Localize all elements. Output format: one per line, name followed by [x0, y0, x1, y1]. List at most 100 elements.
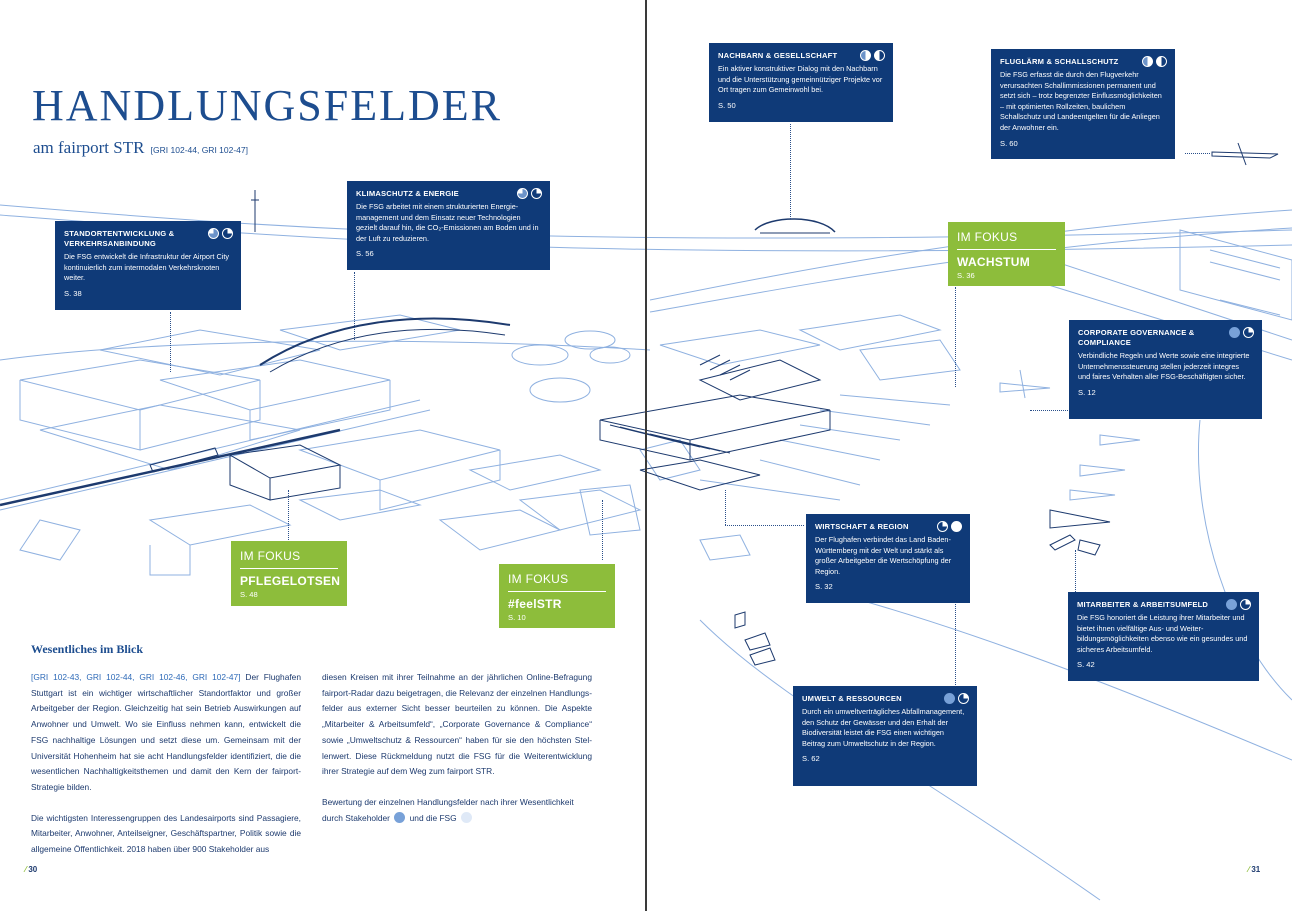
legend-paragraph: Bewertung der einzelnen Handlungsfelder … — [322, 795, 592, 826]
card-klimaschutz: KLIMASCHUTZ & ENERGIE Die FSG arbeitet m… — [347, 181, 550, 270]
leader-line — [1075, 550, 1076, 592]
card-text: Die FSG erfasst die durch den Flugverkeh… — [1000, 70, 1162, 132]
stakeholder-rating-icon — [1142, 56, 1153, 67]
card-title: KLIMASCHUTZ & ENERGIE — [356, 189, 459, 198]
card-text: Die FSG arbeitet mit einem strukturierte… — [356, 202, 539, 243]
fsg-dot-icon — [461, 811, 472, 823]
page-number-value: 31 — [1251, 865, 1261, 874]
stakeholder-rating-icon — [1229, 327, 1240, 338]
focus-title: WACHSTUM — [957, 255, 1031, 269]
rating-dots — [1226, 599, 1251, 610]
fsg-rating-icon — [958, 693, 969, 704]
focus-wachstum: IM FOKUS WACHSTUM S. 36 — [948, 222, 1065, 286]
leader-line — [170, 312, 171, 372]
card-page: S. 60 — [1000, 138, 1018, 148]
rating-dots — [1142, 56, 1167, 67]
card-page: S. 38 — [64, 288, 82, 298]
focus-pflegelotsen: IM FOKUS PFLEGELOTSEN S. 48 — [231, 541, 347, 606]
card-page: S. 32 — [815, 582, 833, 592]
rating-dots — [860, 50, 885, 61]
page-number-right: ⁄31 — [1248, 865, 1261, 874]
stakeholder-rating-icon — [937, 521, 948, 532]
card-title: STANDORTENTWICKLUNG & VERKEHRSANBINDUNG — [64, 229, 175, 248]
leader-line — [725, 525, 804, 526]
card-text: Die FSG entwickelt die Infrastruktur der… — [64, 252, 230, 283]
legend-and: und die FSG — [409, 812, 457, 823]
card-text: Durch ein umweltverträgliches Abfall­man… — [802, 707, 965, 748]
leader-line — [602, 500, 603, 560]
card-title: WIRTSCHAFT & REGION — [815, 522, 909, 531]
rating-dots — [937, 521, 962, 532]
stakeholder-rating-icon — [860, 50, 871, 61]
card-standortentwicklung: STANDORTENTWICKLUNG & VERKEHRSANBINDUNG … — [55, 221, 241, 310]
leader-line — [725, 490, 726, 525]
leader-line — [955, 287, 956, 387]
rating-dots — [944, 693, 969, 704]
page-number-value: 30 — [28, 865, 38, 874]
focus-page: S. 36 — [957, 271, 975, 280]
card-page: S. 56 — [356, 249, 374, 259]
card-page: S. 62 — [802, 754, 820, 764]
leader-line — [955, 600, 956, 685]
card-title: MITARBEITER & ARBEITSUMFELD — [1077, 600, 1209, 609]
subtitle-gri: [GRI 102-44, GRI 102-47] — [150, 145, 248, 155]
book-spine — [645, 0, 647, 911]
rating-dots — [1229, 327, 1254, 338]
card-title: CORPORATE GOVERNANCE & COMPLIANCE — [1078, 328, 1195, 347]
leader-line — [1185, 153, 1210, 154]
focus-label: IM FOKUS — [508, 572, 606, 592]
page-number-left: ⁄30 — [25, 865, 38, 874]
stakeholder-rating-icon — [517, 188, 528, 199]
card-page: S. 42 — [1077, 660, 1095, 670]
gri-reference: [GRI 102-43, GRI 102-44, GRI 102-46, GRI… — [31, 672, 241, 682]
card-page: S. 12 — [1078, 387, 1096, 397]
card-page: S. 50 — [718, 100, 736, 110]
focus-feelstr: IM FOKUS #feelSTR S. 10 — [499, 564, 615, 628]
focus-label: IM FOKUS — [957, 230, 1056, 250]
card-wirtschaft: WIRTSCHAFT & REGION Der Flughafen verbin… — [806, 514, 970, 603]
section-heading: Wesentliches im Blick — [31, 642, 143, 656]
page-subtitle: am fairport STR [GRI 102-44, GRI 102-47] — [33, 138, 248, 158]
focus-title: #feelSTR — [508, 597, 562, 611]
paragraph: diesen Kreisen mit ihrer Teilnahme an de… — [322, 672, 592, 777]
stakeholder-rating-icon — [1226, 599, 1237, 610]
card-title: UMWELT & RESSOURCEN — [802, 694, 902, 703]
stakeholder-rating-icon — [208, 228, 219, 239]
stakeholder-dot-icon — [394, 811, 406, 823]
stakeholder-rating-icon — [944, 693, 955, 704]
card-fluglaerm: FLUGLÄRM & SCHALLSCHUTZ Die FSG erfasst … — [991, 49, 1175, 159]
body-column-1: [GRI 102-43, GRI 102-44, GRI 102-46, GRI… — [31, 670, 301, 858]
subtitle-text: am fairport STR — [33, 138, 145, 157]
card-nachbarn: NACHBARN & GESELLSCHAFT Ein aktiver kons… — [709, 43, 893, 122]
card-text: Die FSG honoriert die Leistung ihrer Mit… — [1077, 613, 1248, 654]
focus-label: IM FOKUS — [240, 549, 338, 569]
card-title: NACHBARN & GESELLSCHAFT — [718, 51, 838, 60]
rating-dots — [517, 188, 542, 199]
paragraph: [GRI 102-43, GRI 102-44, GRI 102-46, GRI… — [31, 670, 301, 796]
card-governance: CORPORATE GOVERNANCE & COMPLIANCE Verbin… — [1069, 320, 1262, 419]
leader-line — [1030, 410, 1068, 411]
fsg-rating-icon — [951, 521, 962, 532]
fsg-rating-icon — [531, 188, 542, 199]
fsg-rating-icon — [222, 228, 233, 239]
paragraph: Die wichtigsten Interessengruppen des La… — [31, 812, 301, 855]
fsg-rating-icon — [1243, 327, 1254, 338]
card-umwelt: UMWELT & RESSOURCEN Durch ein umweltvert… — [793, 686, 977, 786]
focus-page: S. 48 — [240, 590, 258, 599]
leader-line — [354, 272, 355, 340]
fsg-rating-icon — [1240, 599, 1251, 610]
focus-title: PFLEGELOTSEN — [240, 574, 341, 588]
body-column-2: diesen Kreisen mit ihrer Teilnahme an de… — [322, 670, 592, 826]
leader-line — [288, 490, 289, 542]
fsg-rating-icon — [874, 50, 885, 61]
card-text: Ein aktiver konstruktiver Dialog mit den… — [718, 64, 883, 95]
paragraph-text: Der Flughafen Stuttgart ist ein wichtige… — [31, 672, 301, 792]
fsg-rating-icon — [1156, 56, 1167, 67]
card-mitarbeiter: MITARBEITER & ARBEITSUMFELD Die FSG hono… — [1068, 592, 1259, 681]
leader-line — [790, 124, 791, 219]
page-title: HANDLUNGSFELDER — [32, 81, 502, 130]
card-text: Der Flughafen verbindet das Land Baden-W… — [815, 535, 952, 576]
legend-text: Bewertung der einzelnen Handlungsfelder … — [322, 796, 574, 823]
focus-page: S. 10 — [508, 613, 526, 622]
card-text: Verbindliche Regeln und Werte sowie eine… — [1078, 351, 1250, 382]
